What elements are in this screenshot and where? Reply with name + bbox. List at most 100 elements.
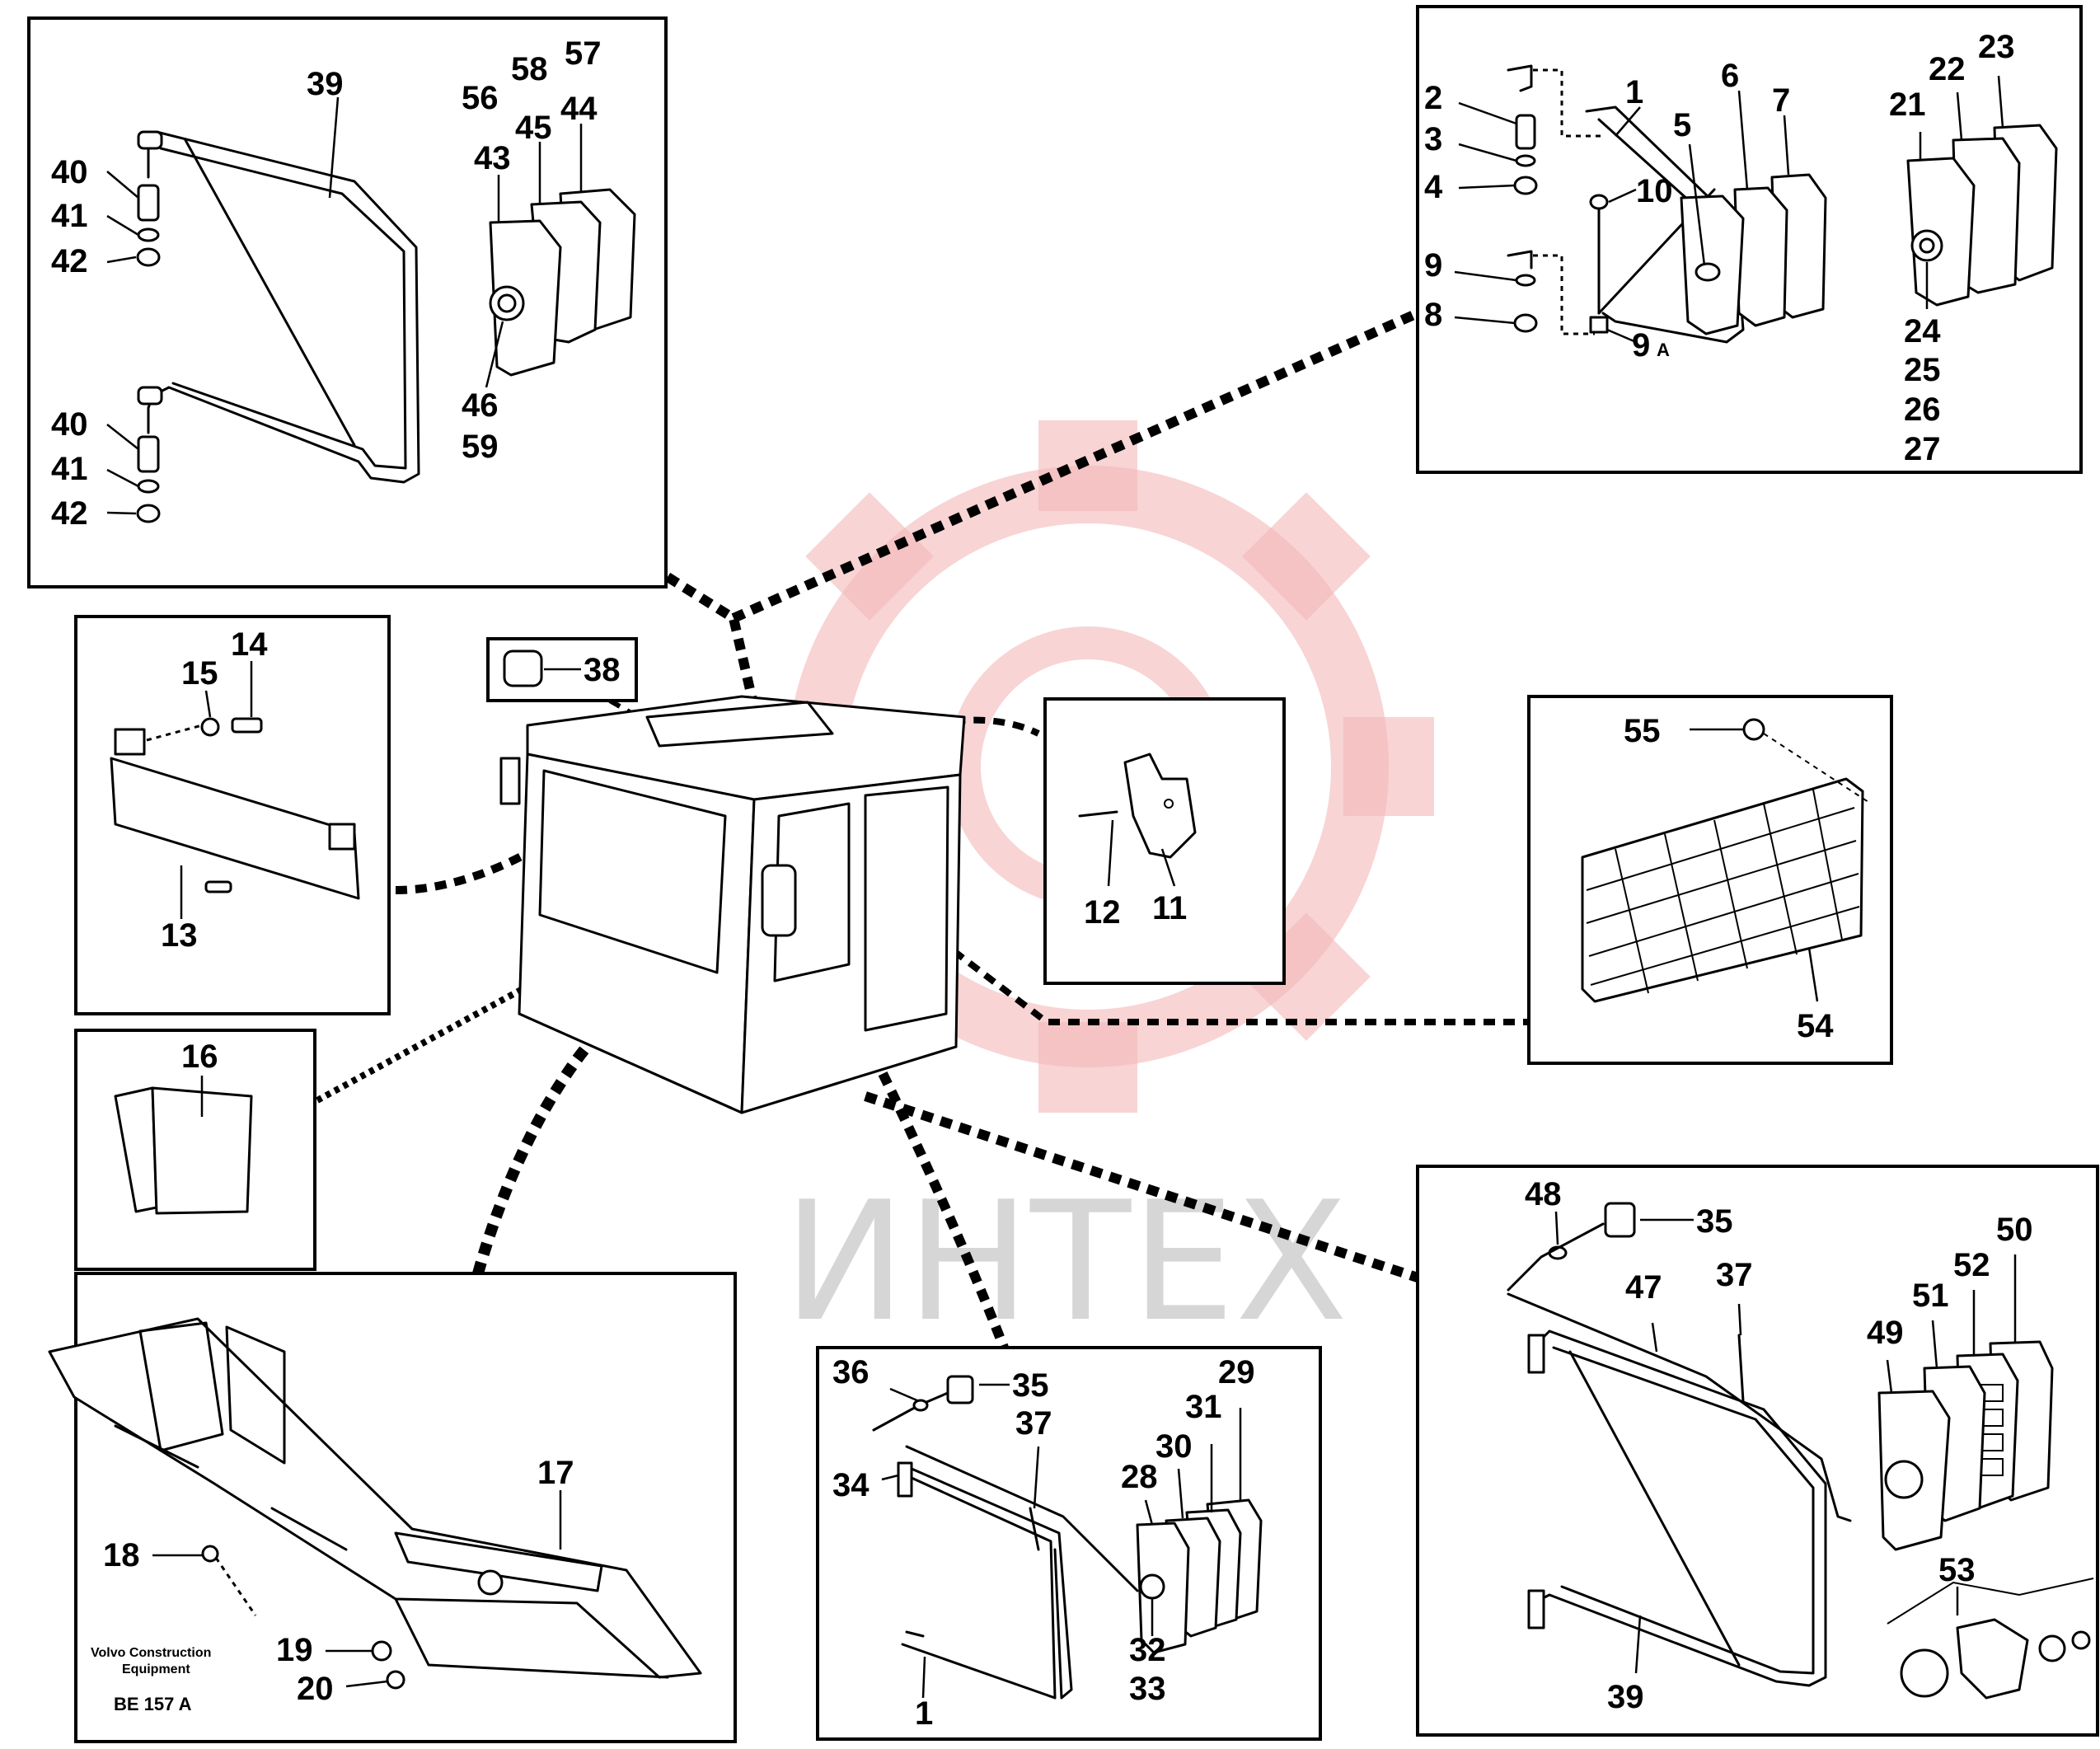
roof-hatch bbox=[645, 701, 834, 748]
label-27: 27 bbox=[1904, 431, 1941, 467]
screw-18 bbox=[201, 1545, 219, 1563]
leader-15 bbox=[204, 690, 212, 718]
label-37-right: 37 bbox=[1716, 1257, 1753, 1293]
washer-9 bbox=[1515, 274, 1536, 287]
label-1-bottom: 1 bbox=[915, 1695, 933, 1732]
bolt-34 bbox=[897, 1461, 913, 1498]
leaders bbox=[106, 96, 583, 515]
label-34: 34 bbox=[832, 1467, 870, 1503]
label-2: 2 bbox=[1424, 80, 1442, 116]
disc-53c bbox=[2038, 1634, 2066, 1662]
cab-mirror bbox=[761, 864, 797, 937]
label-56: 56 bbox=[462, 80, 499, 116]
wire-48 bbox=[1507, 1222, 1605, 1292]
washer-15 bbox=[200, 717, 220, 737]
arm-1-inner bbox=[901, 1472, 1057, 1700]
disc-53a bbox=[1900, 1648, 1949, 1698]
cab-window-front bbox=[538, 769, 727, 974]
panel-console: 17 18 19 20 Volvo Construction Equipment… bbox=[48, 1272, 737, 1743]
cab-side-mirror bbox=[499, 757, 521, 805]
mirror-arm-1 bbox=[1585, 106, 1745, 344]
bracket-dashed-top bbox=[1533, 68, 1603, 138]
clip-9A bbox=[1589, 316, 1609, 334]
visor-bracket-right bbox=[328, 823, 356, 851]
label-26: 26 bbox=[1904, 392, 1941, 428]
label-8: 8 bbox=[1424, 297, 1442, 333]
disc-53d bbox=[2071, 1630, 2091, 1650]
bracket-bottom bbox=[1507, 250, 1533, 270]
visor-handle bbox=[204, 880, 232, 893]
label-42-bottom: 42 bbox=[51, 495, 88, 532]
nut-4 bbox=[1513, 176, 1538, 195]
label-1: 1 bbox=[1625, 74, 1643, 110]
label-9A-letter: A bbox=[1657, 340, 1670, 360]
label-10: 10 bbox=[1636, 173, 1673, 209]
bracket-hole bbox=[1164, 799, 1174, 809]
label-52: 52 bbox=[1953, 1247, 1990, 1283]
net-54 bbox=[1581, 777, 1864, 1003]
label-24: 24 bbox=[1904, 313, 1941, 349]
arm-39-brace bbox=[1568, 1350, 1741, 1667]
label-15: 15 bbox=[181, 655, 218, 692]
visor-13 bbox=[110, 757, 360, 900]
mirror-arm bbox=[147, 130, 420, 484]
label-28: 28 bbox=[1121, 1459, 1158, 1495]
label-50: 50 bbox=[1996, 1212, 2033, 1248]
label-9: 9 bbox=[1424, 247, 1442, 284]
label-58: 58 bbox=[511, 51, 548, 87]
label-35: 35 bbox=[1012, 1367, 1049, 1404]
bracket-line-53 bbox=[1887, 1578, 2094, 1625]
ball-32 bbox=[1139, 1573, 1165, 1600]
leader-11 bbox=[1160, 848, 1176, 887]
label-40-bottom: 40 bbox=[51, 406, 88, 443]
label-21: 21 bbox=[1889, 87, 1926, 123]
watermark-text: ИНТЕХ bbox=[783, 1166, 1348, 1358]
label-45: 45 bbox=[515, 110, 552, 146]
label-18: 18 bbox=[103, 1537, 140, 1573]
leader-20 bbox=[345, 1680, 388, 1688]
cap-10 bbox=[1589, 194, 1609, 210]
label-9A-number: 9 bbox=[1632, 327, 1650, 363]
leaders bbox=[1554, 1211, 2017, 1674]
washer-3 bbox=[1515, 154, 1536, 167]
label-3: 3 bbox=[1424, 121, 1442, 157]
bracket-dashed-bottom bbox=[1533, 254, 1595, 335]
label-54: 54 bbox=[1797, 1008, 1834, 1044]
arm-39-inner bbox=[1552, 1346, 1815, 1675]
label-19: 19 bbox=[276, 1632, 313, 1668]
panel-sun-visor: 14 15 13 bbox=[74, 615, 391, 1015]
label-53: 53 bbox=[1938, 1552, 1976, 1588]
label-47: 47 bbox=[1625, 1269, 1662, 1306]
mirror-frame-6 bbox=[1733, 186, 1788, 327]
mirror-ball-21-inner bbox=[1919, 237, 1935, 254]
label-13: 13 bbox=[161, 917, 198, 954]
link-mirror-top-right bbox=[731, 308, 1420, 623]
label-11: 11 bbox=[1152, 890, 1187, 926]
mirror-arm-brace bbox=[184, 138, 356, 447]
net-mesh bbox=[1586, 789, 1860, 994]
washer-19 bbox=[371, 1640, 392, 1662]
label-7: 7 bbox=[1772, 82, 1790, 119]
label-41-bottom: 41 bbox=[51, 451, 88, 487]
arm-39 bbox=[1540, 1329, 1827, 1687]
arm-1 bbox=[897, 1461, 1073, 1700]
label-44: 44 bbox=[560, 91, 598, 127]
label-38: 38 bbox=[584, 652, 621, 688]
console-slot-1 bbox=[114, 1424, 199, 1469]
label-32: 32 bbox=[1129, 1632, 1166, 1668]
leader-54 bbox=[1807, 947, 1819, 1002]
link-net bbox=[904, 912, 1529, 1025]
ball-49 bbox=[1884, 1460, 1924, 1499]
label-39: 39 bbox=[307, 66, 344, 102]
panel-dome-lamp: 16 bbox=[74, 1029, 316, 1271]
console-opening-1 bbox=[138, 1321, 224, 1452]
console-recess bbox=[394, 1531, 603, 1592]
mirror-ball-inner bbox=[497, 293, 517, 313]
lamp-16 bbox=[151, 1086, 253, 1215]
label-41-top: 41 bbox=[51, 198, 88, 234]
switch-35 bbox=[946, 1375, 974, 1404]
cab-door-right bbox=[864, 785, 949, 1032]
console-base bbox=[394, 1597, 669, 1679]
visor-bracket-left bbox=[114, 728, 146, 756]
